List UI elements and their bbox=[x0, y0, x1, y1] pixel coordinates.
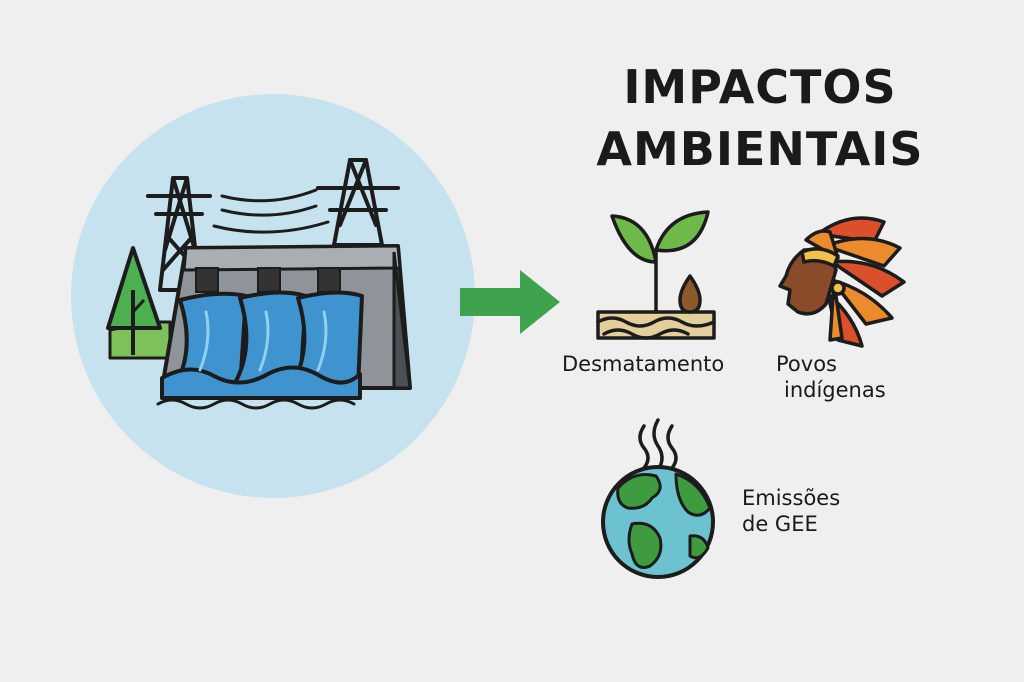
steam-icon bbox=[638, 418, 678, 472]
earth-globe-icon bbox=[601, 418, 715, 579]
hydroelectric-dam-icon bbox=[71, 94, 475, 498]
water-spillway bbox=[160, 290, 364, 400]
tree-icon bbox=[106, 246, 162, 355]
title-line-1: IMPACTOS bbox=[623, 60, 897, 114]
right-arrow-icon bbox=[460, 270, 560, 334]
title-line-2: AMBIENTAIS bbox=[596, 122, 924, 176]
water-highlights bbox=[198, 310, 328, 372]
label-deforestation: Desmatamento bbox=[562, 352, 725, 376]
sprout-icon bbox=[596, 210, 716, 340]
power-lines bbox=[212, 188, 330, 234]
label-indigenous-line-2: indígenas bbox=[784, 378, 886, 402]
label-emissions-line-1: Emissões bbox=[742, 486, 841, 510]
indigenous-line-1-text: Povos bbox=[776, 352, 837, 376]
label-emissions-line-2: de GEE bbox=[742, 512, 818, 536]
power-pylon-left-icon bbox=[146, 176, 212, 292]
indigenous-person-icon bbox=[778, 216, 906, 348]
water-waves bbox=[156, 398, 356, 410]
